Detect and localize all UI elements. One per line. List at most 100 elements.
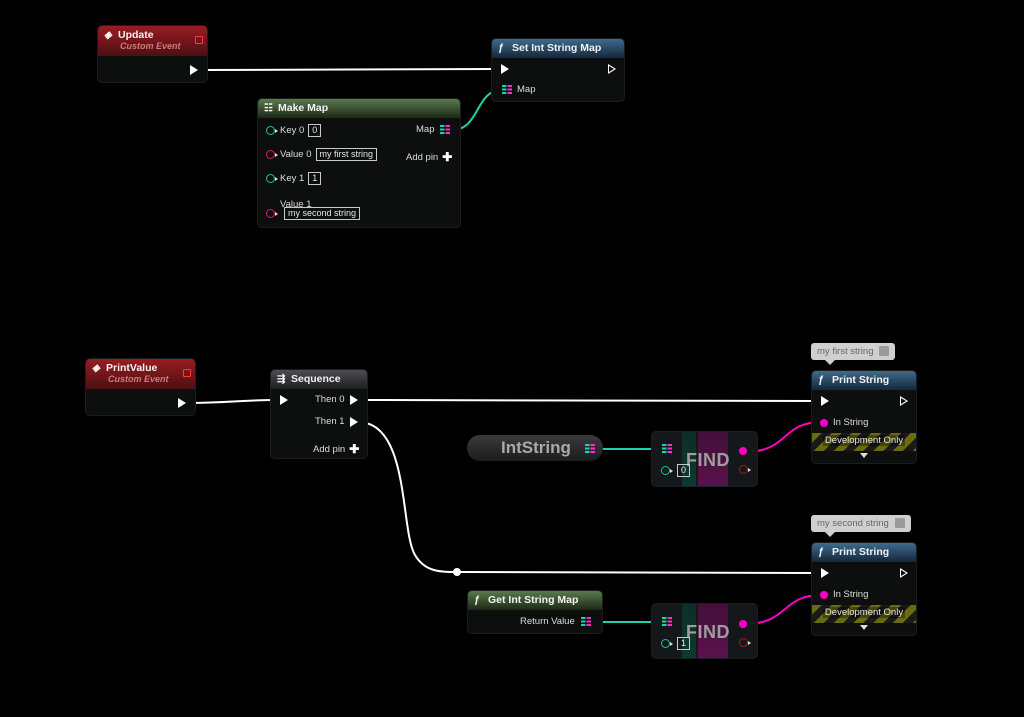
sequence-node[interactable]: ⇶ Sequence Then 0 Then 1 Add pin✚ [271,370,367,458]
find-node-1[interactable]: FIND 0 [652,432,757,486]
exec-wire-print-seq [186,399,279,404]
print2-in-string-pin[interactable]: In String [820,589,868,600]
sequence-add-pin[interactable]: Add pin✚ [313,442,360,456]
sequence-then0-pin[interactable]: Then 0 [315,394,358,405]
print1-exec-out[interactable] [900,396,908,406]
find-key-input[interactable]: 1 [677,637,691,650]
set-map-node[interactable]: ƒ Set Int String Map Map [492,39,624,101]
intstring-variable-node[interactable]: IntString [467,435,603,461]
printvalue-event-subtitle: Custom Event [108,374,169,384]
event-diamond-icon: ◈ [92,363,100,374]
set-map-pin-map[interactable]: Map [502,84,535,95]
get-map-return-pin[interactable]: Return Value [520,616,591,627]
find-node-2-label: FIND [686,622,730,642]
plus-icon: ✚ [349,442,360,456]
reroute-knot[interactable] [453,568,461,576]
set-map-title: Set Int String Map [512,42,602,54]
print1-header[interactable]: ƒ Print String [812,371,916,390]
value0-input[interactable]: my first string [315,148,378,161]
print-string-node-2[interactable]: ƒ Print String In String Development Onl… [812,543,916,635]
update-event-title: Update [118,29,154,41]
find-value-stripe [698,432,728,486]
print2-comment-bubble[interactable]: my second string [811,515,911,537]
make-map-header[interactable]: ☷ Make Map [258,99,460,118]
key0-input[interactable]: 0 [308,124,322,137]
print2-title: Print String [832,546,890,558]
find-map-in-pin[interactable] [662,444,672,453]
printvalue-event-node[interactable]: ◈ PrintValue Custom Event [86,359,195,415]
comment-pin-icon[interactable] [894,518,905,529]
find-key-stripe [682,604,696,658]
find-key-input[interactable]: 0 [677,464,691,477]
find-value-out-pin[interactable] [739,620,747,628]
print1-in-string-pin[interactable]: In String [820,417,868,428]
printvalue-exec-out[interactable] [178,398,186,408]
update-exec-out[interactable] [190,65,198,75]
print1-development-only-bar: Development Only [812,433,916,451]
print1-expand-arrow-icon[interactable] [860,453,868,458]
make-map-out-pin[interactable]: Map [416,124,451,135]
print2-expand-arrow-icon[interactable] [860,625,868,630]
find-value-out-pin[interactable] [739,447,747,455]
find-map-in-pin[interactable] [662,617,672,626]
map-pin-icon [440,125,451,134]
key1-input[interactable]: 1 [308,172,322,185]
find-found-out-pin[interactable] [739,638,751,647]
print1-title: Print String [832,374,890,386]
make-map-value1-pin[interactable]: Value 1 [266,195,312,218]
get-map-node[interactable]: ƒ Get Int String Map Return Value [468,591,602,633]
plus-icon: ✚ [442,150,453,164]
find-key-stripe [682,432,696,486]
get-map-title: Get Int String Map [488,594,579,606]
map-pin-icon[interactable] [585,444,595,453]
map-pin-icon [502,85,512,94]
exec-wire-update-set [199,68,499,71]
printvalue-event-title: PrintValue [106,362,158,374]
update-event-node[interactable]: ◈ Update Custom Event [98,26,207,82]
make-map-icon: ☷ [264,103,273,114]
sequence-title: Sequence [291,373,341,385]
sequence-exec-in[interactable] [280,395,288,405]
sequence-then1-pin[interactable]: Then 1 [315,416,358,427]
function-icon: ƒ [818,547,824,558]
find-key-in-pin[interactable]: 0 [661,464,691,477]
set-map-header[interactable]: ƒ Set Int String Map [492,39,624,58]
make-map-title: Make Map [278,102,329,114]
sequence-header[interactable]: ⇶ Sequence [271,370,367,389]
print2-development-only-bar: Development Only [812,605,916,623]
find-found-out-pin[interactable] [739,465,751,474]
print2-exec-in[interactable] [821,568,829,578]
print2-header[interactable]: ƒ Print String [812,543,916,562]
value1-input[interactable]: my second string [284,207,361,220]
find-value-stripe [698,604,728,658]
set-map-exec-in[interactable] [501,64,509,74]
print2-exec-out[interactable] [900,568,908,578]
find-node-2[interactable]: FIND 1 [652,604,757,658]
make-map-add-pin[interactable]: Add pin✚ [406,150,453,164]
sequence-icon: ⇶ [277,374,286,385]
get-map-header[interactable]: ƒ Get Int String Map [468,591,602,610]
event-diamond-icon: ◈ [104,30,112,41]
find-key-in-pin[interactable]: 1 [661,637,691,650]
event-delegate-icon[interactable] [183,369,191,377]
print1-comment-bubble[interactable]: my first string [811,343,896,365]
map-pin-icon [580,617,591,626]
find-node-1-label: FIND [686,450,730,470]
update-event-header[interactable]: ◈ Update Custom Event [98,26,207,56]
set-map-exec-out[interactable] [608,64,616,74]
update-event-subtitle: Custom Event [120,41,181,51]
event-delegate-icon[interactable] [195,36,203,44]
function-icon: ƒ [498,43,504,54]
print-string-node-1[interactable]: ƒ Print String In String Development Onl… [812,371,916,463]
print1-exec-in[interactable] [821,396,829,406]
comment-pin-icon[interactable] [879,346,890,357]
function-icon: ƒ [474,595,480,606]
printvalue-event-header[interactable]: ◈ PrintValue Custom Event [86,359,195,389]
exec-wire-then0 [357,399,819,402]
intstring-variable-label: IntString [501,438,571,457]
function-icon: ƒ [818,375,824,386]
